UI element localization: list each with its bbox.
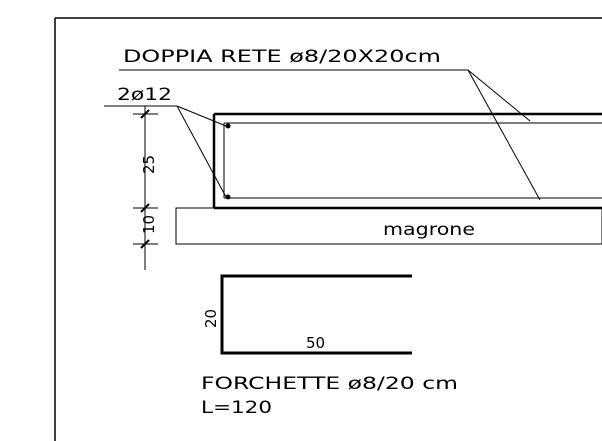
fork-bar	[220, 274, 412, 355]
lean-concrete-label: magrone	[383, 220, 475, 240]
slab-height-dimension: 25	[140, 155, 158, 174]
top-mesh-leader	[119, 69, 541, 201]
vertical-dimension-chain	[133, 106, 158, 270]
slab-section	[212, 112, 602, 210]
fork-length: L=120	[201, 398, 272, 418]
lean-height-dimension: 10	[140, 215, 158, 234]
lean-concrete-layer	[175, 207, 602, 245]
fork-height-dimension: 20	[202, 309, 220, 328]
rebar-leader	[104, 105, 227, 198]
rebar-label: 2ø12	[117, 85, 172, 105]
rebar-dots	[225, 123, 231, 200]
top-mesh-label: DOPPIA RETE ø8/20X20cm	[123, 47, 441, 67]
fork-width-dimension: 50	[306, 334, 325, 352]
fork-title: FORCHETTE ø8/20 cm	[201, 374, 458, 394]
sheet-border	[54, 17, 602, 441]
